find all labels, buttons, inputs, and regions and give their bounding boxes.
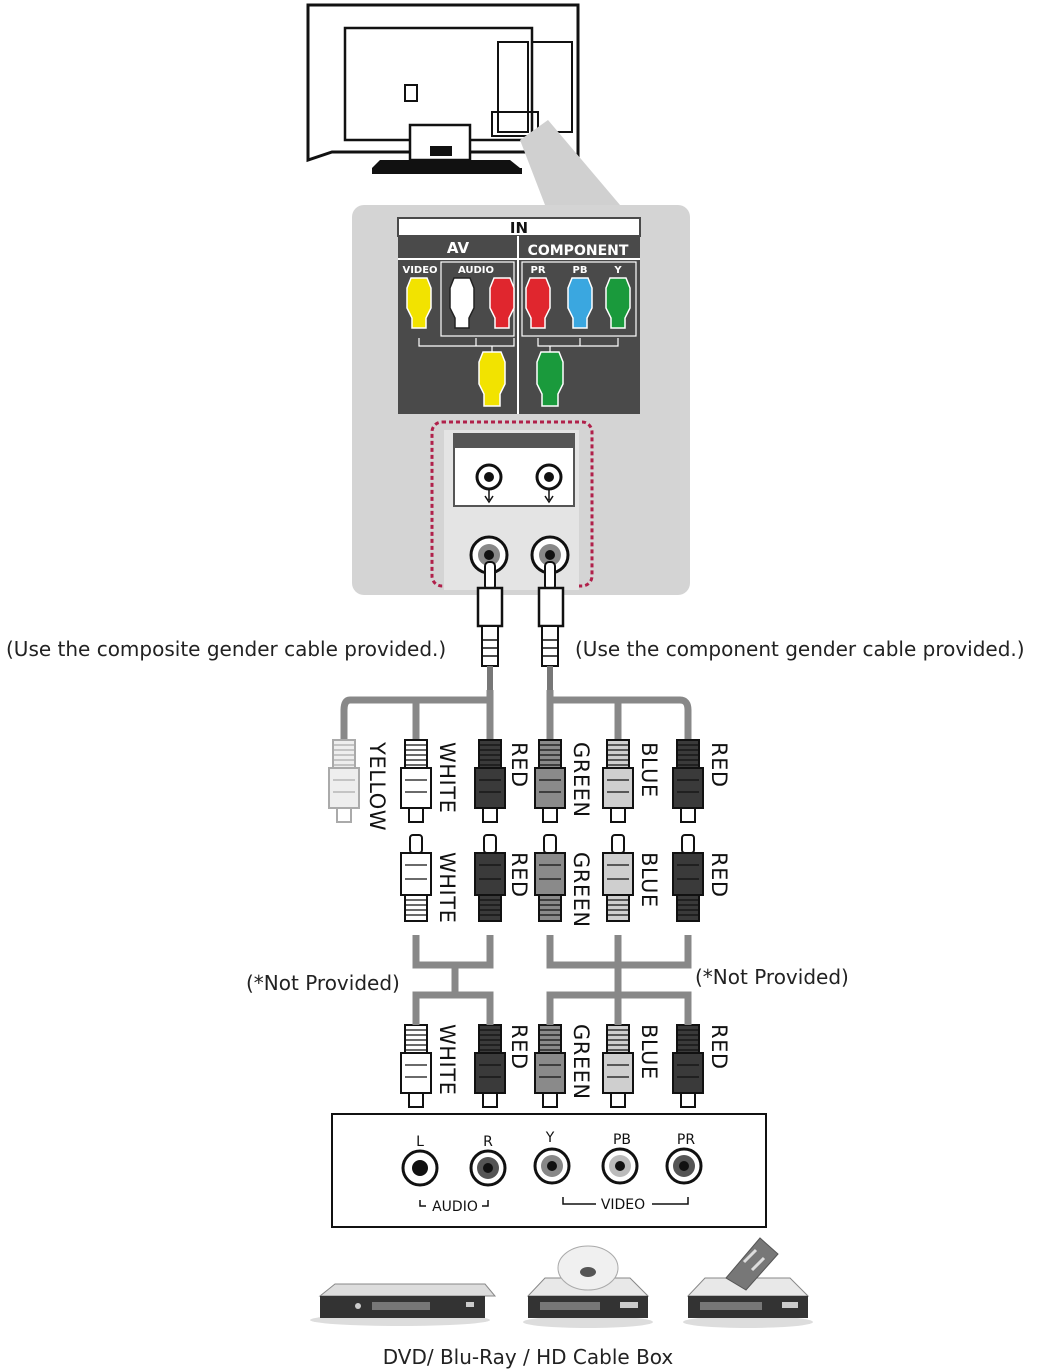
rca-plug-yellow xyxy=(328,739,360,823)
panel-plug-blue xyxy=(567,277,593,329)
panel-plug-white xyxy=(449,277,475,329)
cable-label-row3-2: GREEN xyxy=(569,1024,593,1100)
panel-plug-green-merged xyxy=(536,351,564,407)
gender-cable-right xyxy=(537,561,565,690)
port-label-l: L xyxy=(416,1134,424,1150)
panel-plug-green xyxy=(605,277,631,329)
cable-box-icon xyxy=(683,1237,813,1328)
rca-plug-blue xyxy=(602,739,634,823)
rca-plug-green xyxy=(534,834,566,922)
cable-branches-top xyxy=(340,690,692,740)
input-panel: IN AV COMPONENT VIDEO AUDIO PR PB Y xyxy=(352,205,690,595)
rca-plug-red xyxy=(474,834,506,922)
cable-label-row1-3: GREEN xyxy=(569,742,593,818)
cable-branches-middle xyxy=(412,935,692,1025)
cable-label-row3-1: RED xyxy=(507,1024,531,1070)
rca-plug-white xyxy=(400,739,432,823)
blu-ray-player-icon xyxy=(523,1245,653,1328)
rca-plug-blue xyxy=(602,1024,634,1108)
component-caption: (Use the component gender cable provided… xyxy=(575,637,1025,661)
port-label-y: Y xyxy=(545,1130,555,1146)
rca-plug-red xyxy=(474,739,506,823)
rca-plug-white xyxy=(400,1024,432,1108)
device-caption: DVD/ Blu-Ray / HD Cable Box xyxy=(383,1345,674,1369)
in-label: IN xyxy=(510,219,528,237)
device-jack-r xyxy=(469,1149,507,1187)
rca-plug-red xyxy=(672,1024,704,1108)
cable-label-row2-3: BLUE xyxy=(637,852,661,908)
component-label: COMPONENT xyxy=(528,243,629,259)
panel-plug-yellow-merged xyxy=(478,351,506,407)
plug-layer xyxy=(328,739,704,1108)
av-label: AV xyxy=(447,239,470,257)
port-label-pb: PB xyxy=(613,1132,631,1148)
panel-plug-yellow xyxy=(406,277,432,329)
pb-port-label: PB xyxy=(573,265,588,276)
cable-label-row1-1: WHITE xyxy=(435,742,459,813)
port-label-r: R xyxy=(483,1134,493,1150)
rca-plug-green xyxy=(534,1024,566,1108)
cable-label-row1-4: BLUE xyxy=(637,742,661,798)
cable-label-row2-4: RED xyxy=(707,852,731,898)
pr-port-label: PR xyxy=(530,265,545,276)
rca-plug-red xyxy=(672,739,704,823)
rca-plug-white xyxy=(400,834,432,922)
cable-label-row1-5: RED xyxy=(707,742,731,788)
y-port-label: Y xyxy=(613,265,622,276)
rca-plug-red xyxy=(672,834,704,922)
video-group-label: VIDEO xyxy=(601,1197,645,1213)
device-jack-pb xyxy=(601,1147,639,1185)
cable-label-row2-0: WHITE xyxy=(435,852,459,923)
cable-label-row2-2: GREEN xyxy=(569,852,593,928)
device-jack-pr xyxy=(665,1147,703,1185)
device-jack-y xyxy=(533,1147,571,1185)
panel-plug-red-pr xyxy=(525,277,551,329)
port-label-pr: PR xyxy=(677,1132,695,1148)
panel-plug-red-audio xyxy=(489,277,515,329)
audio-group-label: AUDIO xyxy=(432,1199,478,1215)
cable-label-row2-1: RED xyxy=(507,852,531,898)
rca-plug-green xyxy=(534,739,566,823)
device-jack-l xyxy=(401,1149,439,1187)
cable-label-row1-0: YELLOW xyxy=(365,741,389,831)
gender-cable-left xyxy=(476,561,504,690)
composite-caption: (Use the composite gender cable provided… xyxy=(6,637,446,661)
device-input-panel: L R Y PB PR AUDIO VIDEO xyxy=(331,1113,767,1228)
rca-plug-red xyxy=(474,1024,506,1108)
not-provided-left: (*Not Provided) xyxy=(246,971,400,995)
cable-label-row3-0: WHITE xyxy=(435,1024,459,1095)
tv-illustration xyxy=(306,3,620,205)
cable-label-row1-2: RED xyxy=(507,742,531,788)
cable-label-row3-4: RED xyxy=(707,1024,731,1070)
dvd-player-icon xyxy=(310,1283,497,1326)
rca-plug-blue xyxy=(602,834,634,922)
cable-label-row3-3: BLUE xyxy=(637,1024,661,1080)
video-port-label: VIDEO xyxy=(402,265,437,276)
label-layer: YELLOW WHITE RED GREEN BLUE RED WHITE RED GREEN B… xyxy=(365,741,731,1100)
audio-port-label: AUDIO xyxy=(458,265,494,276)
not-provided-right: (*Not Provided) xyxy=(695,965,849,989)
